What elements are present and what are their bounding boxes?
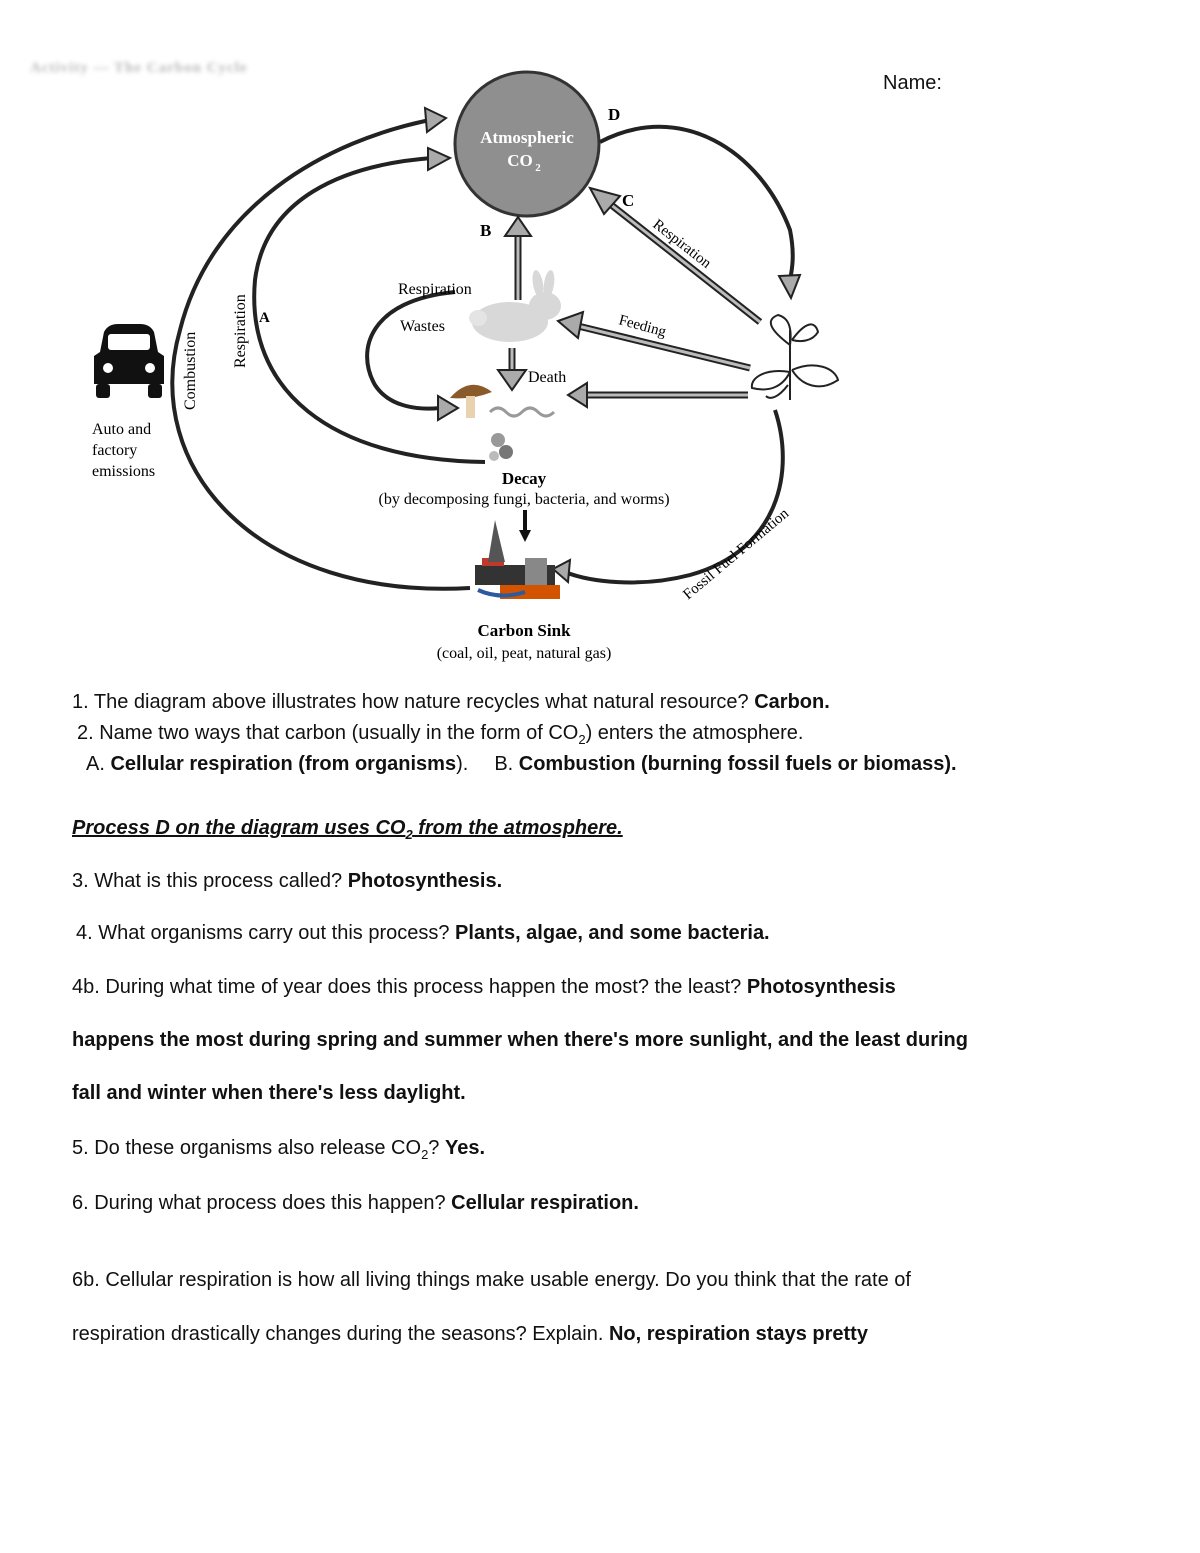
- question-3-answer: Photosynthesis.: [347, 870, 503, 892]
- question-6b-text-2: respiration drastically changes during t…: [72, 1323, 609, 1345]
- carbon-sink-title: Carbon Sink: [477, 621, 571, 640]
- question-4b-line-3: fall and winter when there's less daylig…: [72, 1080, 466, 1106]
- question-4b-line-2: happens the most during spring and summe…: [72, 1027, 968, 1053]
- respiration-a-arrowhead: [427, 146, 453, 172]
- question-6b-answer: No, respiration stays pretty: [608, 1323, 868, 1345]
- carbon-sink-subtitle: (coal, oil, peat, natural gas): [437, 645, 612, 662]
- question-4-answer: Plants, algae, and some bacteria.: [455, 922, 770, 944]
- question-4b-text: 4b. During what time of year does this p…: [72, 976, 747, 998]
- car-icon: [94, 324, 164, 398]
- decay-title: Decay: [502, 469, 547, 488]
- worm-icon: [488, 406, 556, 418]
- question-4b-answer-2: happens the most during spring and summe…: [72, 1029, 968, 1051]
- answer-a-prefix: A.: [86, 753, 111, 775]
- question-5-text-b: ?: [428, 1137, 445, 1159]
- bacteria-icon: [489, 433, 513, 461]
- question-3: 3. What is this process called? Photosyn…: [72, 868, 502, 894]
- mushroom-icon: [450, 384, 492, 418]
- question-4b-answer-1: Photosynthesis: [746, 976, 896, 998]
- answer-b: Combustion (burning fossil fuels or biom…: [518, 753, 957, 775]
- question-1-text: 1. The diagram above illustrates how nat…: [72, 691, 755, 713]
- respiration-a-label: Respiration: [232, 294, 249, 368]
- question-5-answer: Yes.: [444, 1137, 486, 1159]
- name-label: Name:: [883, 72, 942, 94]
- answer-a-suffix: ).: [456, 753, 469, 775]
- heading-text-b: from the atmosphere.: [412, 817, 623, 839]
- auto-label-3: emissions: [92, 463, 155, 480]
- question-6b-line-1: 6b. Cellular respiration is how all livi…: [72, 1267, 911, 1293]
- wastes-label: Wastes: [400, 318, 445, 335]
- auto-label-2: factory: [92, 442, 137, 459]
- question-6-text: 6. During what process does this happen?: [72, 1192, 452, 1214]
- fossil-fuel-arrowhead: [551, 558, 572, 585]
- question-4: 4. What organisms carry out this process…: [76, 920, 770, 946]
- letter-a: A: [259, 310, 270, 326]
- combustion-arrowhead: [423, 106, 448, 134]
- answer-b-prefix: B.: [494, 753, 519, 775]
- auto-label-1: Auto and: [92, 421, 151, 438]
- question-6: 6. During what process does this happen?…: [72, 1190, 639, 1216]
- fossil-fuel-arrow: [564, 409, 785, 585]
- question-3-text: 3. What is this process called?: [72, 870, 348, 892]
- co2-label: CO: [507, 151, 533, 170]
- process-b-arrowhead: [503, 215, 533, 237]
- carbon-cycle-diagram: Atmospheric CO 2 D C B A Combustion Resp…: [92, 70, 840, 662]
- question-2-text-a: 2. Name two ways that carbon (usually in…: [77, 722, 579, 744]
- plant-icon: [750, 313, 840, 400]
- heading-subscript: 2: [405, 827, 413, 842]
- plant-death-arrowhead: [566, 381, 588, 409]
- feeding-arrowhead: [556, 310, 585, 340]
- question-4b: 4b. During what time of year does this p…: [72, 974, 896, 1000]
- question-4-text: 4. What organisms carry out this process…: [76, 922, 456, 944]
- respiration-animal-label: Respiration: [398, 281, 472, 298]
- question-2-answers: A. Cellular respiration (from organisms)…: [86, 751, 957, 777]
- letter-b: B: [480, 221, 491, 240]
- combustion-label: Combustion: [182, 332, 199, 410]
- oil-rig-icon: [475, 520, 560, 599]
- wastes-arrowhead: [437, 394, 460, 422]
- letter-c: C: [622, 191, 634, 210]
- rabbit-icon: [469, 270, 561, 342]
- question-4b-answer-3: fall and winter when there's less daylig…: [72, 1082, 466, 1104]
- wastes-arrow: [365, 290, 456, 411]
- question-2-text-b: ) enters the atmosphere.: [585, 722, 804, 744]
- question-1-answer: Carbon.: [754, 691, 830, 713]
- heading-text-a: Process D on the diagram uses CO: [72, 817, 406, 839]
- letter-d: D: [608, 105, 620, 124]
- question-6b-line-2: respiration drastically changes during t…: [72, 1321, 868, 1347]
- death-arrowhead: [496, 369, 528, 392]
- answer-a: Cellular respiration (from organisms: [110, 753, 457, 775]
- process-d-heading: Process D on the diagram uses CO2 from t…: [72, 815, 623, 841]
- question-6-answer: Cellular respiration.: [451, 1192, 639, 1214]
- question-5-subscript: 2: [421, 1147, 429, 1162]
- question-1: 1. The diagram above illustrates how nat…: [72, 689, 830, 715]
- question-2: 2. Name two ways that carbon (usually in…: [77, 720, 803, 746]
- question-5: 5. Do these organisms also release CO2? …: [72, 1135, 485, 1161]
- atmospheric-co2-node: Atmospheric CO 2: [453, 70, 601, 218]
- process-d-arrowhead: [777, 273, 802, 301]
- process-d-arrow: [599, 124, 795, 281]
- decay-subtitle: (by decomposing fungi, bacteria, and wor…: [378, 491, 669, 508]
- page-title-ghost: Activity — The Carbon Cycle: [30, 60, 248, 76]
- question-6b-text-1: 6b. Cellular respiration is how all livi…: [72, 1269, 911, 1291]
- death-label: Death: [528, 369, 566, 386]
- fossil-fuel-label: Fossil Fuel Formation: [680, 505, 792, 603]
- question-5-text-a: 5. Do these organisms also release CO: [72, 1137, 422, 1159]
- co2-subscript: 2: [535, 162, 541, 174]
- combustion-arrow: [170, 116, 471, 591]
- question-2-subscript: 2: [578, 732, 586, 747]
- respiration-a-arrow: [252, 156, 486, 464]
- process-c-arrowhead: [588, 186, 622, 216]
- atmospheric-label: Atmospheric: [480, 128, 574, 147]
